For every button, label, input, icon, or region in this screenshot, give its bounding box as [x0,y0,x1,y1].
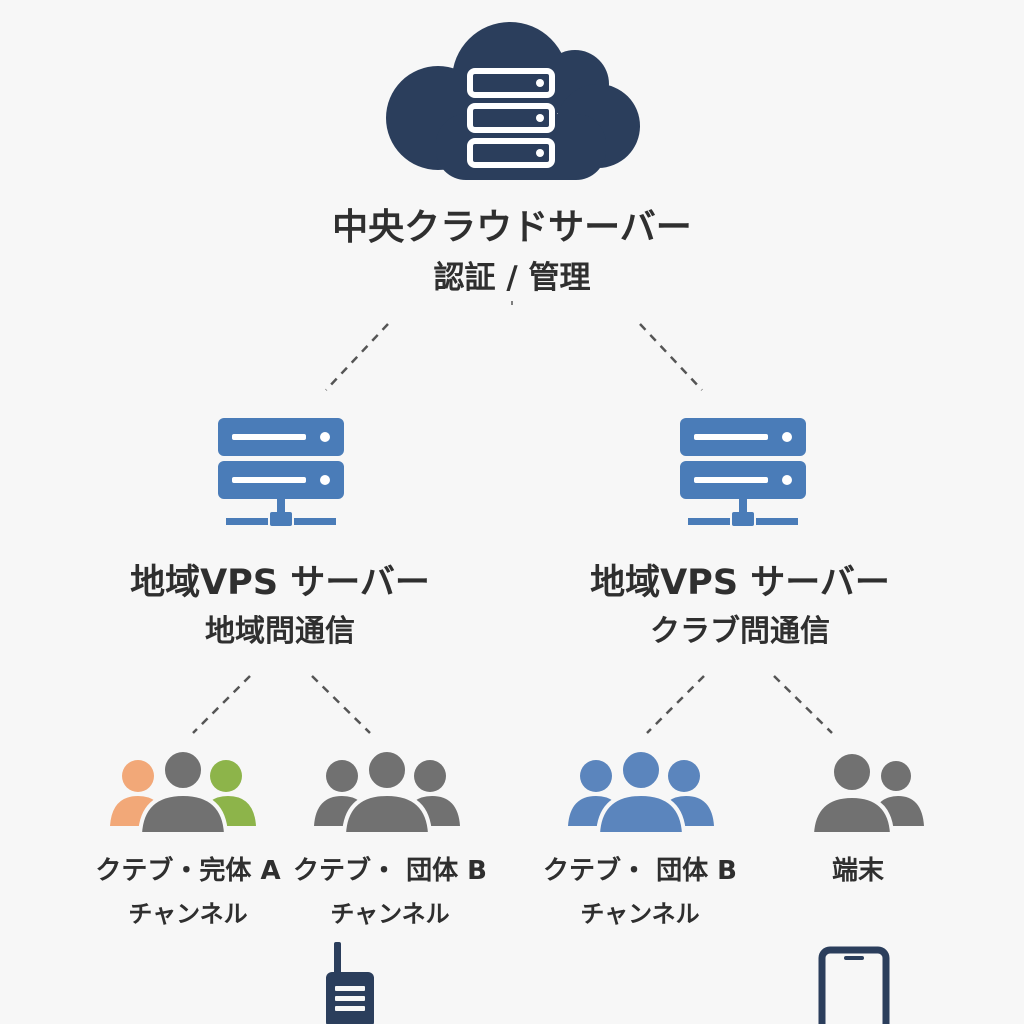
group-label-line2: チャンネル [128,900,248,928]
regional-server-subtitle: クラブ問通信 [650,614,830,649]
group-label-line1: クテブ・ 団体 B [293,856,487,886]
pair-icon [810,750,924,836]
regional-server-title: 地域VPS サーバー [590,563,890,603]
server-icon [680,418,806,526]
group-label-line2: チャンネル [580,900,700,928]
walkie-talkie-icon [326,942,374,1024]
regional-server-title: 地域VPS サーバー [130,563,430,603]
group-label-line1: 端末 [831,856,884,886]
central-server-node [380,14,644,184]
server-icon [218,418,344,526]
group-icon [314,748,460,836]
regional-server-subtitle: 地域問通信 [205,614,355,649]
group-label-line1: クテブ・完体 A [95,856,281,886]
cloud-server-icon [386,22,640,180]
group-label-line1: クテブ・ 団体 B [543,856,737,886]
central-server-title: 中央クラウドサーバー [332,207,692,248]
group-icon [110,748,256,836]
group-label-line2: チャンネル [330,900,450,928]
group-icon [568,748,714,836]
smartphone-icon [818,946,890,1024]
central-server-subtitle: 認証 / 管理 [433,260,591,296]
